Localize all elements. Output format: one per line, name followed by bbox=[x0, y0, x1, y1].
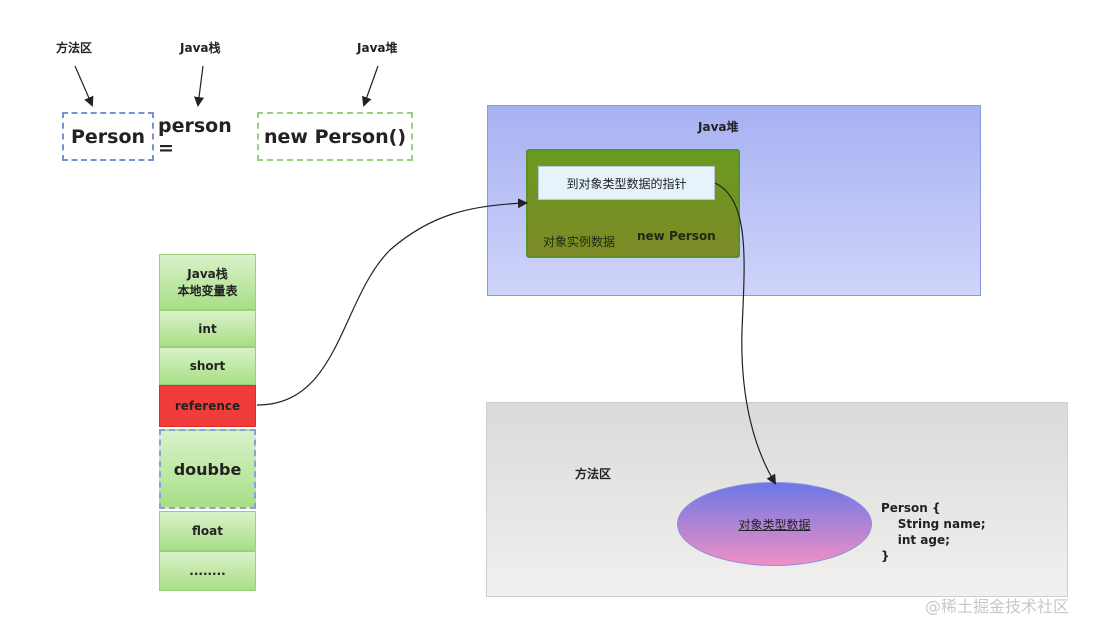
code-line: int age; bbox=[881, 533, 950, 547]
new-expression-box: new Person() bbox=[257, 112, 413, 161]
java-heap-label: Java堆 bbox=[357, 41, 398, 55]
watermark: @稀土掘金技术社区 bbox=[925, 597, 1070, 616]
stack-cell-int: int bbox=[159, 310, 256, 347]
stack-cell-reference: reference bbox=[159, 385, 256, 427]
stack-cell-label: doubbe bbox=[173, 459, 242, 479]
code-line: } bbox=[881, 549, 890, 563]
stack-header-subtitle: 本地变量表 bbox=[177, 284, 238, 298]
java-heap-arrow bbox=[361, 65, 379, 107]
stack-cell-float: float bbox=[159, 511, 256, 551]
code-line: String name; bbox=[881, 517, 986, 531]
stack-header-title: Java栈 bbox=[187, 267, 228, 281]
type-text: Person bbox=[70, 125, 146, 148]
stack-cell-label: int bbox=[198, 321, 217, 336]
reference-to-object-arrow bbox=[256, 198, 528, 406]
stack-cell-label: float bbox=[192, 524, 223, 538]
variable-text: person = bbox=[158, 112, 254, 161]
type-pointer-box: 到对象类型数据的指针 bbox=[538, 166, 715, 200]
stack-cell-double: doubbe bbox=[159, 429, 256, 509]
instance-data-label: 对象实例数据 bbox=[543, 235, 616, 249]
type-box: Person bbox=[62, 112, 154, 161]
stack-cell-label: reference bbox=[174, 399, 241, 413]
type-data-label: 对象类型数据 bbox=[738, 517, 811, 532]
heap-title: Java堆 bbox=[698, 120, 739, 134]
stack-cell-label: ........ bbox=[189, 564, 226, 578]
variable-label: person = bbox=[158, 114, 232, 159]
method-area-arrow bbox=[74, 65, 94, 107]
method-area-label: 方法区 bbox=[56, 41, 93, 55]
stack-cell-label: short bbox=[189, 359, 226, 373]
new-person-label: new Person bbox=[637, 229, 716, 243]
pointer-to-type-data-arrow bbox=[714, 182, 777, 485]
new-expression-text: new Person() bbox=[263, 125, 407, 148]
java-stack-arrow bbox=[194, 65, 204, 107]
stack-header: Java栈 本地变量表 bbox=[159, 254, 256, 310]
stack-cell-more: ........ bbox=[159, 551, 256, 591]
method-area-title: 方法区 bbox=[575, 467, 612, 481]
type-data-ellipse: 对象类型数据 bbox=[677, 482, 872, 566]
java-stack-label: Java栈 bbox=[180, 41, 221, 55]
class-definition: Person { String name; int age; } bbox=[881, 500, 986, 564]
stack-cell-short: short bbox=[159, 347, 256, 385]
code-line: Person { bbox=[881, 501, 941, 515]
type-pointer-label: 到对象类型数据的指针 bbox=[566, 176, 687, 191]
